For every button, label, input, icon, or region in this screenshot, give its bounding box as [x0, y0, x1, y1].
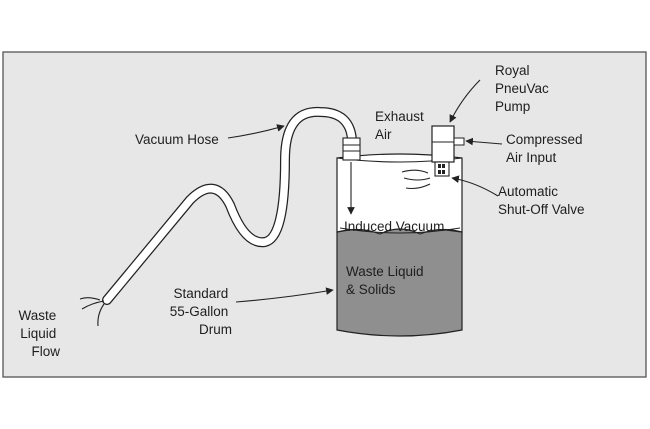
- waste-inflow-wisps: [79, 297, 105, 327]
- pointer-hose: [227, 124, 285, 139]
- label-shutoff-valve: Automatic Shut-Off Valve: [498, 184, 585, 217]
- pointer-shutoff-valve: [451, 175, 499, 197]
- drum: [336, 153, 463, 337]
- label-royal-pump: Royal PneuVac Pump: [495, 63, 553, 114]
- label-exhaust-air: Exhaust Air: [375, 109, 428, 142]
- label-compressed-air: Compressed Air Input: [506, 132, 586, 165]
- label-standard-drum: Standard 55-Gallon Drum: [170, 286, 232, 337]
- pointer-compressed-air: [465, 137, 503, 146]
- vacuum-hose: [102, 106, 361, 305]
- label-induced-vacuum: Induced Vacuum: [344, 219, 444, 234]
- label-waste-liquid-solids: Waste Liquid & Solids: [346, 264, 427, 297]
- exhaust-wisps: [401, 169, 431, 190]
- label-waste-flow: Waste Liquid Flow: [18, 308, 60, 359]
- diagram-panel: [2, 51, 647, 378]
- pointer-pump: [449, 79, 481, 123]
- pointer-drum: [235, 287, 334, 303]
- label-vacuum-hose: Vacuum Hose: [135, 132, 219, 147]
- pump: [431, 125, 465, 177]
